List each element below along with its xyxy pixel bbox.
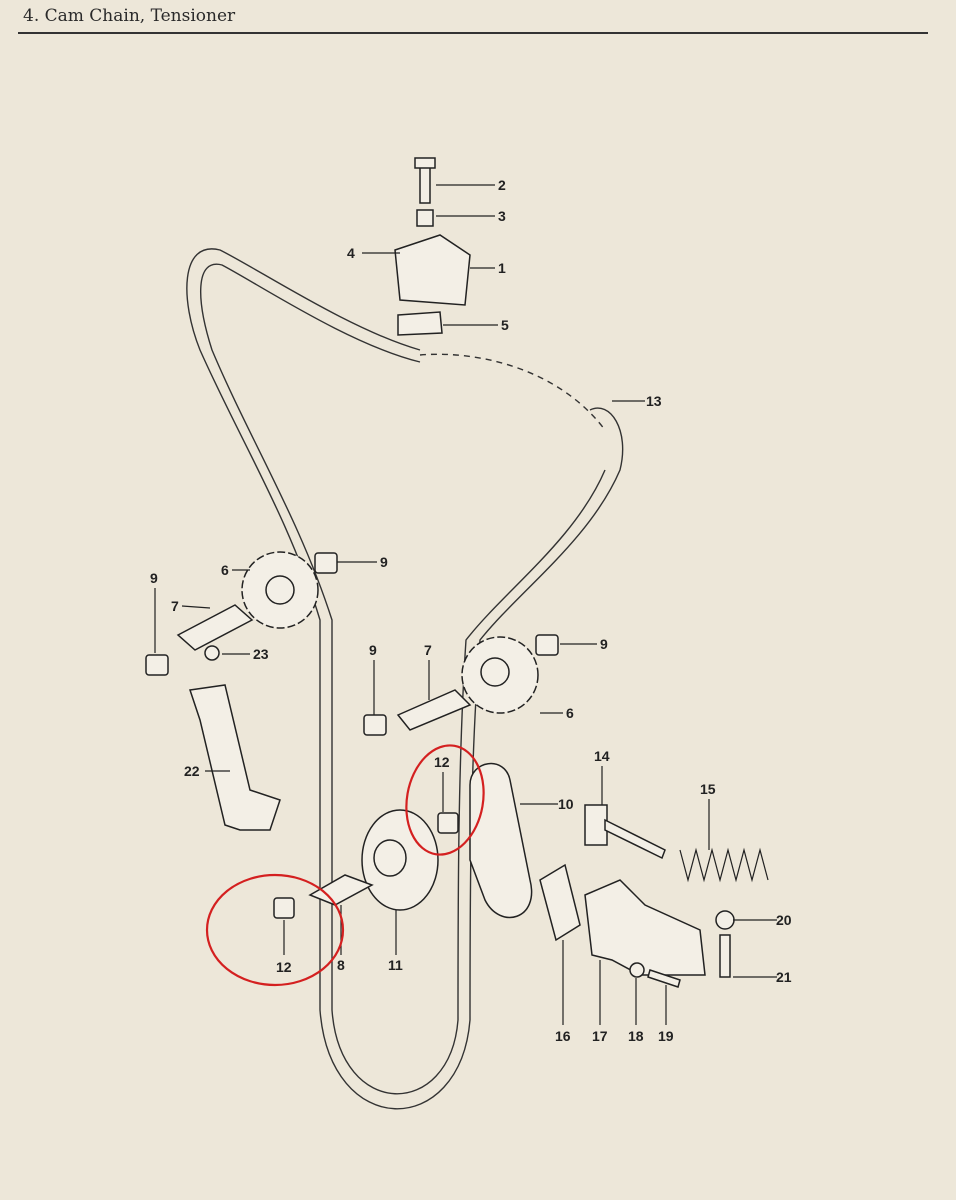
bearing-9d <box>363 714 387 736</box>
cam-chain-outline-inner <box>200 263 606 1095</box>
page-title: 4. Cam Chain, Tensioner <box>23 6 236 26</box>
bushing-12a <box>437 812 459 834</box>
spring-15 <box>679 847 769 883</box>
gasket-16 <box>539 863 581 942</box>
callout-3: 3 <box>498 208 506 224</box>
bushing-12b <box>273 897 295 919</box>
callout-16: 16 <box>555 1028 571 1044</box>
callout-2: 2 <box>498 177 506 193</box>
washer-3 <box>416 209 434 227</box>
callout-9: 9 <box>600 636 608 652</box>
tensioner-housing-17 <box>584 879 706 976</box>
callout-7: 7 <box>424 642 432 658</box>
callout-11: 11 <box>388 957 403 973</box>
tensioner-roller-hub <box>373 839 407 877</box>
callout-9: 9 <box>380 554 388 570</box>
bearing-9a <box>314 552 338 574</box>
title-divider <box>18 32 928 34</box>
callout-19: 19 <box>658 1028 674 1044</box>
shaft-7a <box>176 604 254 651</box>
bolt-head-2 <box>414 157 436 169</box>
callout-7: 7 <box>171 598 179 614</box>
callout-23: 23 <box>253 646 269 662</box>
callout-20: 20 <box>776 912 792 928</box>
screw-23 <box>204 645 220 661</box>
screw-19 <box>647 969 681 988</box>
callout-17: 17 <box>592 1028 608 1044</box>
bolt-21 <box>719 934 731 978</box>
callout-1: 1 <box>498 260 506 276</box>
holder-plate-5 <box>397 311 443 336</box>
callout-15: 15 <box>700 781 716 797</box>
bracket-22 <box>189 684 281 831</box>
callout-12: 12 <box>434 754 450 770</box>
cam-chain-links <box>419 353 606 431</box>
callout-12: 12 <box>276 959 292 975</box>
callout-14: 14 <box>594 748 610 764</box>
callout-4: 4 <box>347 245 355 261</box>
callout-21: 21 <box>776 969 792 985</box>
callout-10: 10 <box>558 796 574 812</box>
callout-9: 9 <box>369 642 377 658</box>
roller-shaft-8 <box>308 874 374 906</box>
callout-6: 6 <box>566 705 574 721</box>
callout-22: 22 <box>184 763 200 779</box>
leader-lines <box>154 184 777 1025</box>
callout-5: 5 <box>501 317 509 333</box>
sprocket-6-left-hub <box>265 575 295 605</box>
callout-9: 9 <box>150 570 158 586</box>
callout-8: 8 <box>337 957 345 973</box>
tensioner-arm-10 <box>469 763 533 919</box>
washer-18 <box>629 962 645 978</box>
highlight-circle-12-lower <box>205 873 345 987</box>
bearing-9c <box>535 634 559 656</box>
bolt-2 <box>419 164 431 204</box>
callout-18: 18 <box>628 1028 644 1044</box>
callout-13: 13 <box>646 393 662 409</box>
push-rod-shaft <box>604 818 666 860</box>
bearing-9b <box>145 654 169 676</box>
cam-chain-outline <box>186 248 624 1110</box>
highlight-circle-12-upper <box>405 744 485 856</box>
nut-20 <box>715 910 735 930</box>
push-rod-14 <box>584 804 608 846</box>
sprocket-6-right-hub <box>480 657 510 687</box>
callout-6: 6 <box>221 562 229 578</box>
guide-holder-1 <box>394 234 471 306</box>
shaft-7b <box>396 689 472 731</box>
